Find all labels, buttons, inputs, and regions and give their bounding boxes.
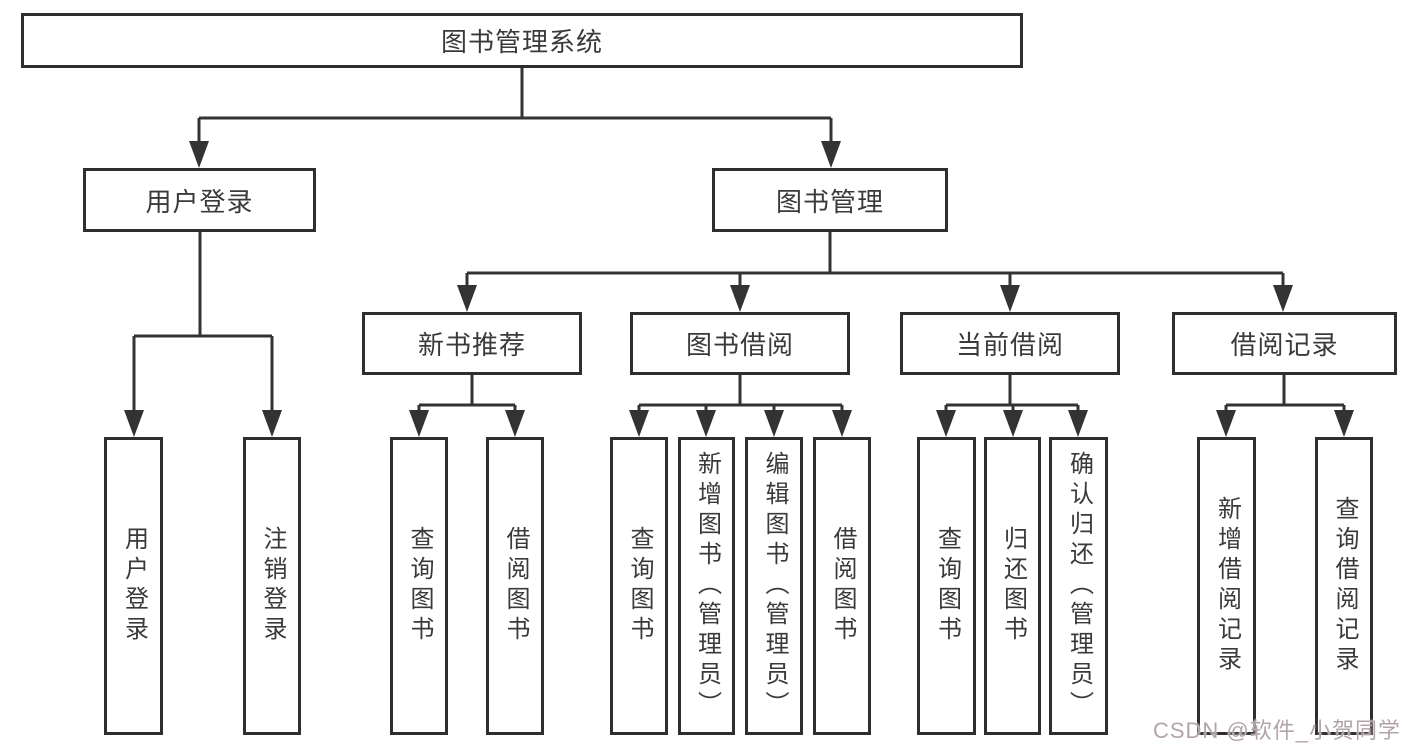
node-new-book-recommend-label: 新书推荐 <box>417 330 526 360</box>
arrowhead-icon <box>1068 410 1088 437</box>
leaf-user-login-label: 用户登录 <box>120 526 148 646</box>
arrowhead-icon <box>764 410 784 437</box>
leaf-query-book-borrow-label: 查询图书 <box>626 526 653 646</box>
node-current-borrow: 当前借阅 <box>900 312 1120 375</box>
leaf-user-login: 用户登录 <box>104 437 163 735</box>
leaf-query-book-recommend-label: 查询图书 <box>406 526 433 646</box>
leaf-query-borrow-record: 查询借阅记录 <box>1315 437 1373 735</box>
leaf-edit-book-admin-label: 编辑图书（管理员） <box>761 451 788 721</box>
leaf-return-book-label: 归还图书 <box>999 526 1027 646</box>
node-borrow-records: 借阅记录 <box>1172 312 1397 375</box>
arrowhead-icon <box>936 410 956 437</box>
arrowhead-icon <box>457 285 477 312</box>
node-book-borrow: 图书借阅 <box>630 312 850 375</box>
leaf-add-book-admin: 新增图书（管理员） <box>678 437 735 735</box>
csdn-watermark: CSDN @软件_小贺同学 <box>1152 718 1401 743</box>
arrowhead-icon <box>1216 410 1236 437</box>
leaf-query-book-current: 查询图书 <box>917 437 976 735</box>
leaf-logout: 注销登录 <box>243 437 301 735</box>
arrowhead-icon <box>696 410 716 437</box>
node-root: 图书管理系统 <box>21 13 1023 68</box>
leaf-add-borrow-record: 新增借阅记录 <box>1197 437 1256 735</box>
leaf-add-book-admin-label: 新增图书（管理员） <box>693 451 721 721</box>
leaf-query-book-borrow: 查询图书 <box>610 437 668 735</box>
node-book-borrow-label: 图书借阅 <box>685 330 794 360</box>
leaf-edit-book-admin: 编辑图书（管理员） <box>745 437 803 735</box>
node-user-login: 用户登录 <box>83 168 316 232</box>
arrowhead-icon <box>124 410 144 437</box>
leaf-borrow-book-label: 借阅图书 <box>829 526 856 646</box>
arrowhead-icon <box>1003 410 1023 437</box>
arrowhead-icon <box>189 141 209 168</box>
leaf-confirm-return-admin: 确认归还（管理员） <box>1049 437 1108 735</box>
arrowhead-icon <box>1334 410 1354 437</box>
leaf-query-book-recommend: 查询图书 <box>390 437 448 735</box>
leaf-return-book: 归还图书 <box>984 437 1041 735</box>
arrowhead-icon <box>262 410 282 437</box>
node-book-management: 图书管理 <box>712 168 948 232</box>
arrowhead-icon <box>629 410 649 437</box>
arrowhead-icon <box>505 410 525 437</box>
node-borrow-records-label: 借阅记录 <box>1230 330 1339 360</box>
arrowhead-icon <box>730 285 750 312</box>
node-user-login-label: 用户登录 <box>145 186 254 217</box>
leaf-query-borrow-record-label: 查询借阅记录 <box>1331 496 1358 676</box>
leaf-confirm-return-admin-label: 确认归还（管理员） <box>1065 451 1093 721</box>
arrowhead-icon <box>1273 285 1293 312</box>
leaf-logout-label: 注销登录 <box>259 526 286 646</box>
leaf-add-borrow-record-label: 新增借阅记录 <box>1213 496 1241 676</box>
node-book-management-label: 图书管理 <box>775 186 884 217</box>
leaf-borrow-book-recommend-label: 借阅图书 <box>502 526 529 646</box>
node-root-label: 图书管理系统 <box>440 27 603 57</box>
leaf-query-book-current-label: 查询图书 <box>933 526 961 646</box>
arrowhead-icon <box>409 410 429 437</box>
arrowhead-icon <box>832 410 852 437</box>
node-new-book-recommend: 新书推荐 <box>362 312 582 375</box>
arrowhead-icon <box>1000 285 1020 312</box>
arrowhead-icon <box>821 141 841 168</box>
leaf-borrow-book-recommend: 借阅图书 <box>486 437 544 735</box>
leaf-borrow-book: 借阅图书 <box>813 437 871 735</box>
node-current-borrow-label: 当前借阅 <box>955 330 1064 360</box>
